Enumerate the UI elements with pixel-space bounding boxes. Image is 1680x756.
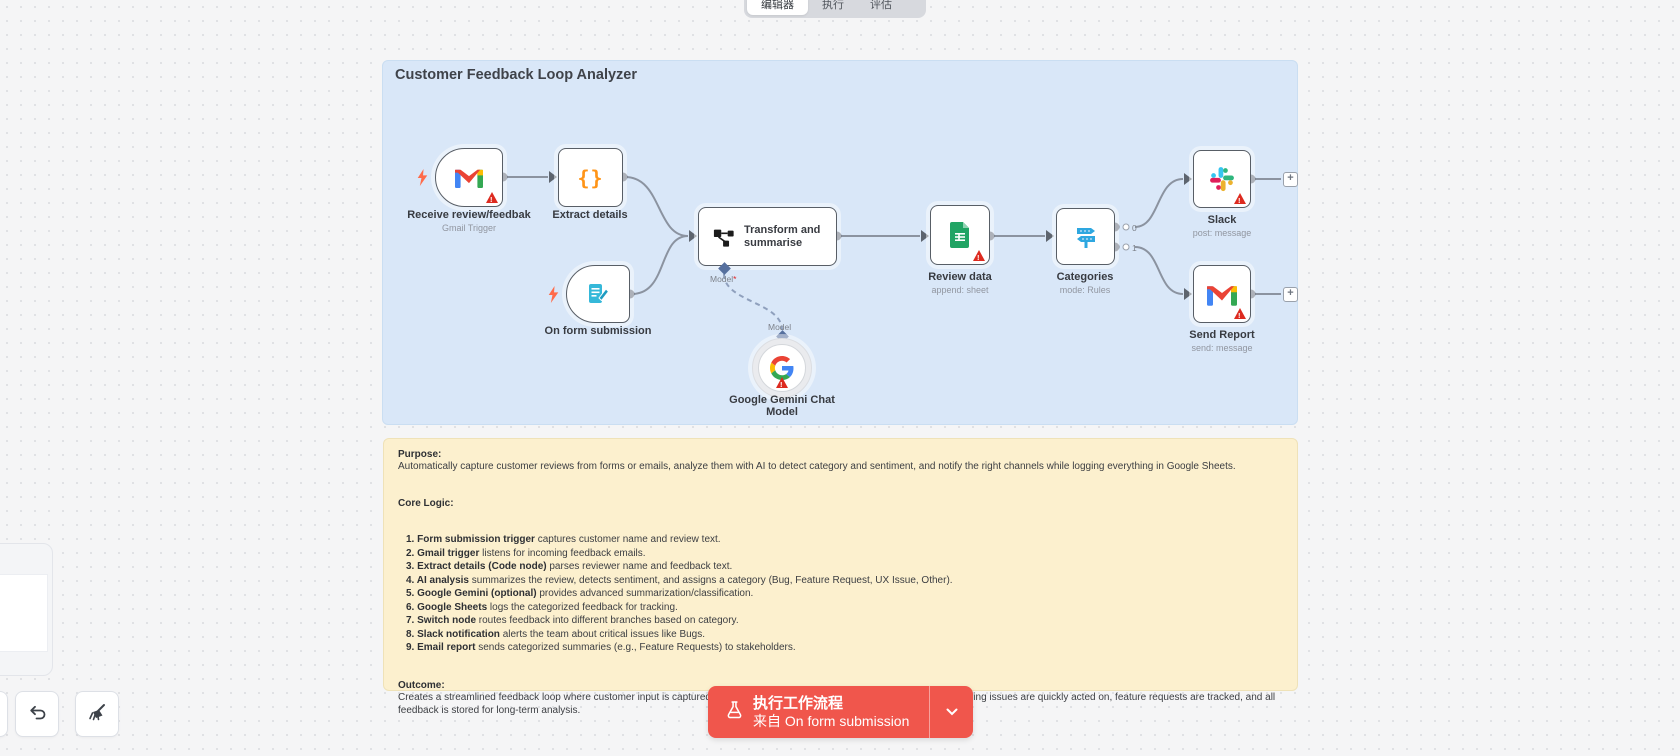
warning-icon: [1234, 308, 1246, 320]
ai-transform-icon: [713, 226, 735, 248]
undo-button[interactable]: [15, 691, 59, 737]
node-form-trigger[interactable]: [566, 265, 630, 323]
node-label-gemini: Google Gemini Chat Model: [729, 394, 835, 418]
toolbar-button-partial[interactable]: [0, 691, 8, 737]
warning-icon: [486, 192, 498, 204]
core-logic-item: 2. Gmail trigger listens for incoming fe…: [406, 547, 646, 559]
node-label-gmail-trigger: Receive review/feedbak Gmail Trigger: [407, 209, 531, 233]
tab-evaluations[interactable]: 评估: [870, 0, 892, 11]
node-slack[interactable]: [1193, 150, 1251, 208]
flask-icon: [726, 700, 743, 725]
trigger-bolt-icon: [417, 169, 428, 186]
output-1-label: 1: [1132, 243, 1137, 253]
code-icon: {}: [577, 165, 604, 190]
output-0-label: 0: [1132, 223, 1137, 233]
description-sticky-note[interactable]: Purpose: Automatically capture customer …: [383, 438, 1298, 716]
add-node-button[interactable]: +: [1283, 171, 1298, 187]
core-logic-title: Core Logic:: [398, 497, 454, 509]
broom-icon: [87, 702, 107, 727]
execute-source-label: 来自 On form submission: [753, 712, 910, 729]
purpose-title: Purpose:: [398, 449, 442, 460]
node-label-categories: Categories mode: Rules: [1056, 271, 1114, 295]
core-logic-item: 9. Email report sends categorized summar…: [406, 642, 796, 654]
outcome-title: Outcome:: [398, 679, 445, 691]
core-logic-item: 4. AI analysis summarizes the review, de…: [406, 574, 953, 586]
warning-icon: [776, 377, 788, 389]
warning-icon: [973, 250, 985, 262]
core-logic-item: 1. Form submission trigger captures cust…: [406, 534, 721, 546]
node-extract-details[interactable]: {}: [558, 148, 623, 207]
chevron-down-icon: [946, 703, 958, 721]
form-icon: [586, 282, 610, 306]
model-link-label: Model: [768, 322, 792, 332]
google-sheets-icon: [950, 222, 970, 248]
core-logic-item: 6. Google Sheets logs the categorized fe…: [406, 601, 678, 613]
execute-options-caret[interactable]: [929, 686, 973, 738]
execute-label: 执行工作流程: [753, 694, 844, 712]
node-label-slack: Slack post: message: [1192, 214, 1252, 238]
node-categories[interactable]: [1056, 208, 1115, 265]
node-label-extract-details: Extract details: [552, 209, 628, 221]
node-review-data[interactable]: [930, 205, 990, 265]
core-logic-item: 5. Google Gemini (optional) provides adv…: [406, 588, 754, 600]
add-node-button[interactable]: +: [1283, 286, 1298, 302]
left-panel-content: [0, 574, 48, 652]
view-tabbar: 编辑器 执行 评估: [744, 0, 926, 18]
node-label-review-data: Review data append: sheet: [928, 271, 992, 295]
node-gemini-model[interactable]: [752, 338, 812, 398]
core-logic-item: 8. Slack notification alerts the team ab…: [406, 628, 706, 640]
switch-icon: [1073, 225, 1099, 249]
node-inline-label: Transform and summarise: [744, 223, 821, 249]
tab-editor[interactable]: 编辑器: [747, 0, 808, 15]
gmail-icon: [455, 167, 483, 188]
sticky-title: Customer Feedback Loop Analyzer: [395, 67, 637, 83]
node-gmail-trigger[interactable]: [435, 148, 503, 207]
warning-icon: [1234, 193, 1246, 205]
execute-workflow-button[interactable]: 执行工作流程 来自 On form submission: [708, 686, 973, 738]
gmail-icon: [1207, 283, 1237, 306]
core-logic-item: 3. Extract details (Code node) parses re…: [406, 561, 733, 573]
node-label-form-trigger: On form submission: [544, 325, 652, 337]
undo-icon: [27, 703, 47, 726]
tab-executions[interactable]: 执行: [822, 0, 844, 11]
trigger-bolt-icon: [548, 286, 559, 303]
node-send-report[interactable]: [1193, 265, 1251, 323]
tidy-up-button[interactable]: [75, 691, 119, 737]
purpose-body: Automatically capture customer reviews f…: [398, 461, 1236, 473]
node-transform[interactable]: Transform and summarise: [698, 207, 837, 266]
node-label-send-report: Send Report send: message: [1189, 329, 1255, 353]
workflow-sticky-note[interactable]: Customer Feedback Loop Analyzer: [382, 60, 1298, 425]
core-logic-item: 7. Switch node routes feedback into diff…: [406, 615, 739, 627]
left-panel[interactable]: [0, 543, 53, 676]
model-port-label: Model*: [710, 274, 737, 284]
slack-icon: [1209, 166, 1235, 192]
core-logic-list: 1. Form submission trigger captures cust…: [406, 534, 1283, 654]
